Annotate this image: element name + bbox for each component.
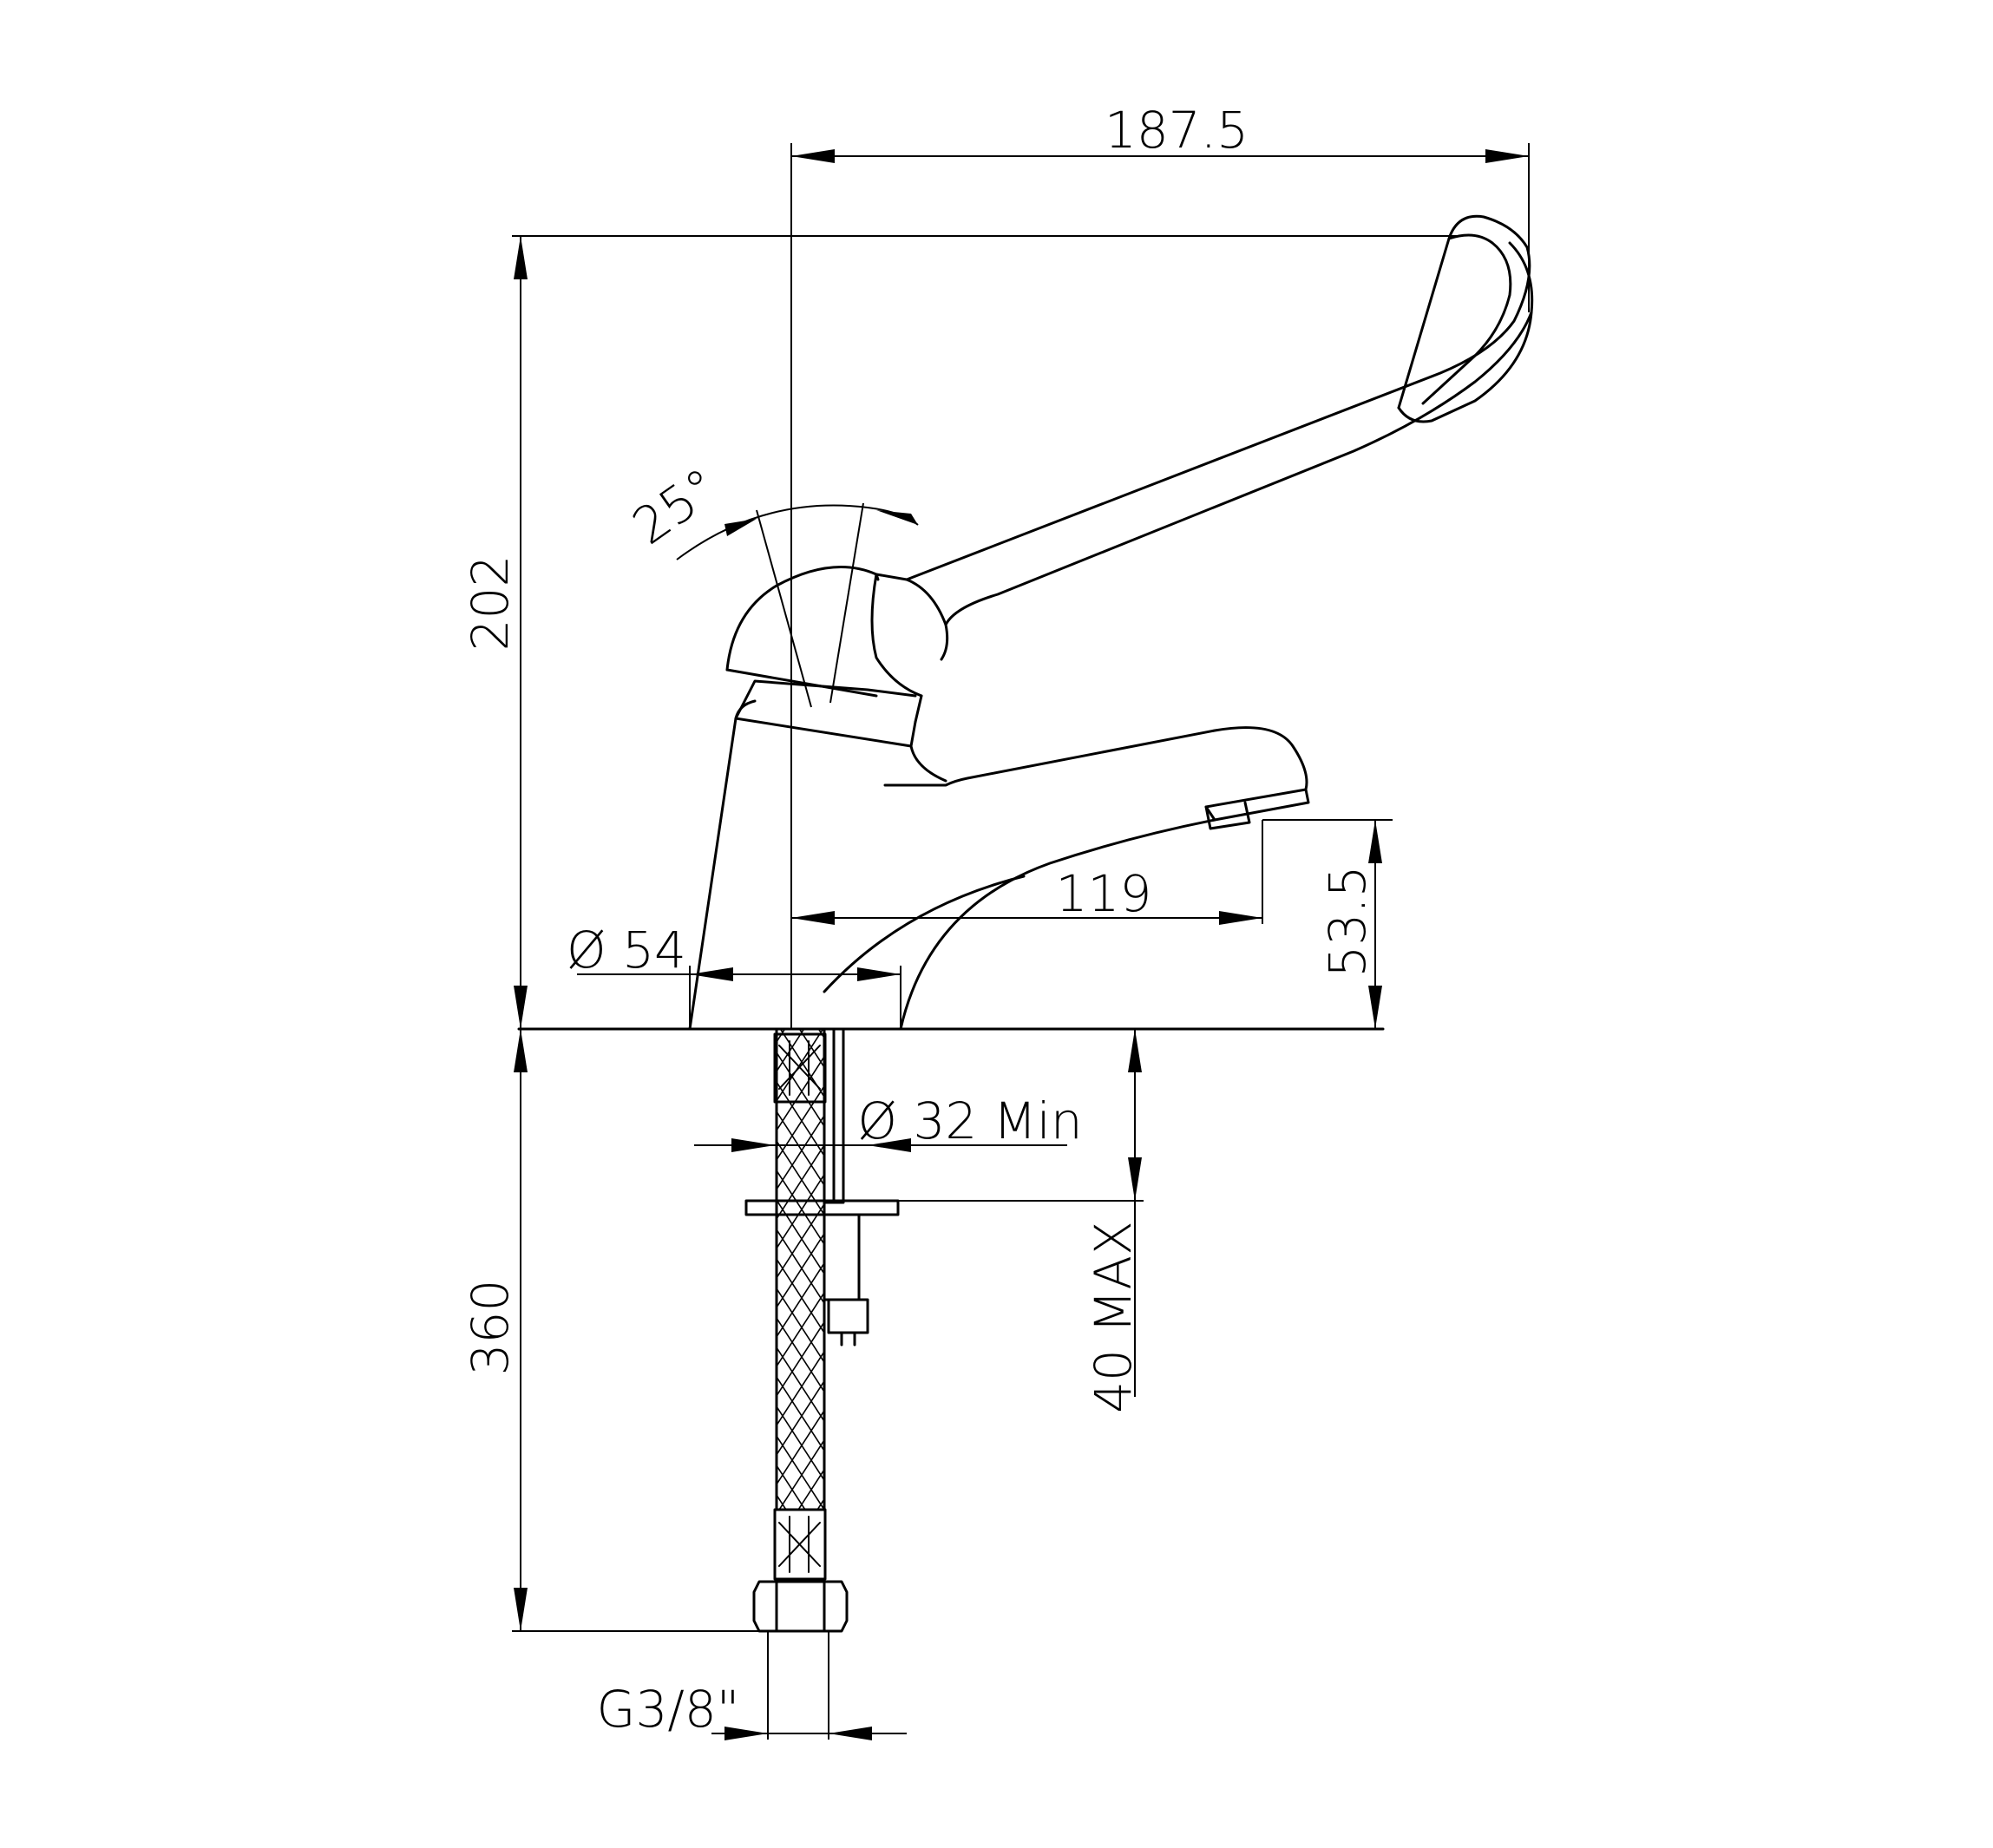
faucet-outline: [517, 214, 1534, 1031]
dim-spout-height: 53.5: [1262, 819, 1393, 1029]
hose-assembly: [744, 1027, 900, 1633]
dim-overall-height: 202: [461, 235, 1458, 1029]
dim-overall-length: 187.5: [791, 101, 1530, 312]
dim-hole-diameter: Ø 32 Min: [694, 1091, 1083, 1152]
label-overall-length: 187.5: [1105, 101, 1249, 160]
dim-spout-reach: 119: [791, 820, 1263, 925]
label-base-diameter: Ø 54: [567, 921, 686, 980]
label-spout-reach: 119: [1056, 864, 1152, 923]
dim-lever-angle: 25°: [622, 456, 919, 708]
dim-base-diameter: Ø 54: [567, 921, 901, 1029]
dim-deck-thickness: 40 MAX: [898, 1029, 1144, 1413]
label-hose-length: 360: [461, 1280, 520, 1376]
label-spout-height: 53.5: [1318, 865, 1377, 977]
dim-hose-length: 360: [461, 1029, 759, 1632]
label-overall-height: 202: [461, 555, 520, 652]
label-hole-diameter: Ø 32 Min: [857, 1091, 1082, 1150]
label-deck-thickness: 40 MAX: [1084, 1221, 1143, 1413]
label-lever-angle: 25°: [622, 456, 729, 556]
label-connection: G3/8": [597, 1680, 740, 1739]
dim-connection: G3/8": [597, 1631, 907, 1740]
